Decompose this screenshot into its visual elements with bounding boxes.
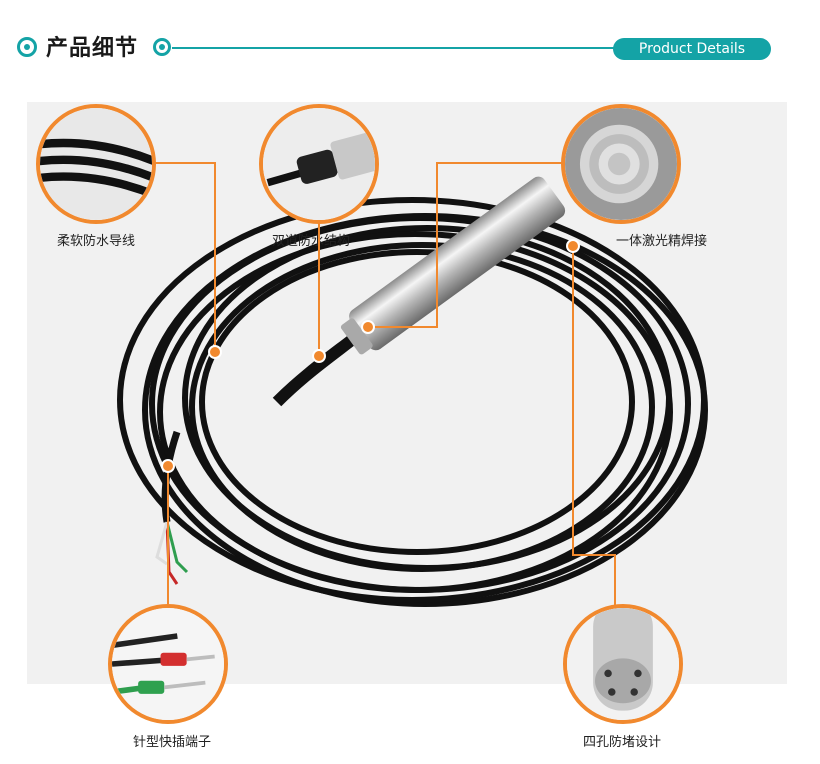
header-ring-icon xyxy=(17,37,37,57)
pin-terminal-icon xyxy=(108,604,228,724)
soft-waterproof-cable-icon xyxy=(36,104,156,224)
callout-label-pin-terminal: 针型快插端子 xyxy=(133,735,212,750)
leader-line xyxy=(572,246,574,556)
pressure-sensor-cable-illustration xyxy=(117,176,708,607)
callout-marker xyxy=(161,459,175,473)
leader-line xyxy=(572,554,616,556)
leader-line xyxy=(214,162,216,352)
header-ring-icon xyxy=(153,38,171,56)
product-details-badge: Product Details xyxy=(613,38,771,60)
header-divider xyxy=(172,47,617,49)
callout-label-four-hole: 四孔防堵设计 xyxy=(583,735,662,750)
section-title: 产品细节 xyxy=(46,36,139,61)
double-waterproof-structure-icon xyxy=(259,104,379,224)
leader-line xyxy=(318,222,320,356)
leader-line xyxy=(154,162,216,164)
leader-line xyxy=(436,162,562,164)
leader-line xyxy=(167,466,169,606)
callout-label-laser-welding: 一体激光精焊接 xyxy=(616,234,708,249)
four-hole-anti-clog-icon xyxy=(563,604,683,724)
leader-line xyxy=(368,326,438,328)
callout-label-double-waterproof: 双道防水结构 xyxy=(272,234,351,249)
leader-line xyxy=(614,554,616,606)
callout-marker xyxy=(361,320,375,334)
section-header: 产品细节 Product Details xyxy=(0,0,820,100)
laser-welding-icon xyxy=(561,104,681,224)
callout-marker xyxy=(208,345,222,359)
leader-line xyxy=(436,162,438,328)
callout-marker xyxy=(312,349,326,363)
callout-label-soft-cable: 柔软防水导线 xyxy=(57,234,136,249)
callout-marker xyxy=(566,239,580,253)
